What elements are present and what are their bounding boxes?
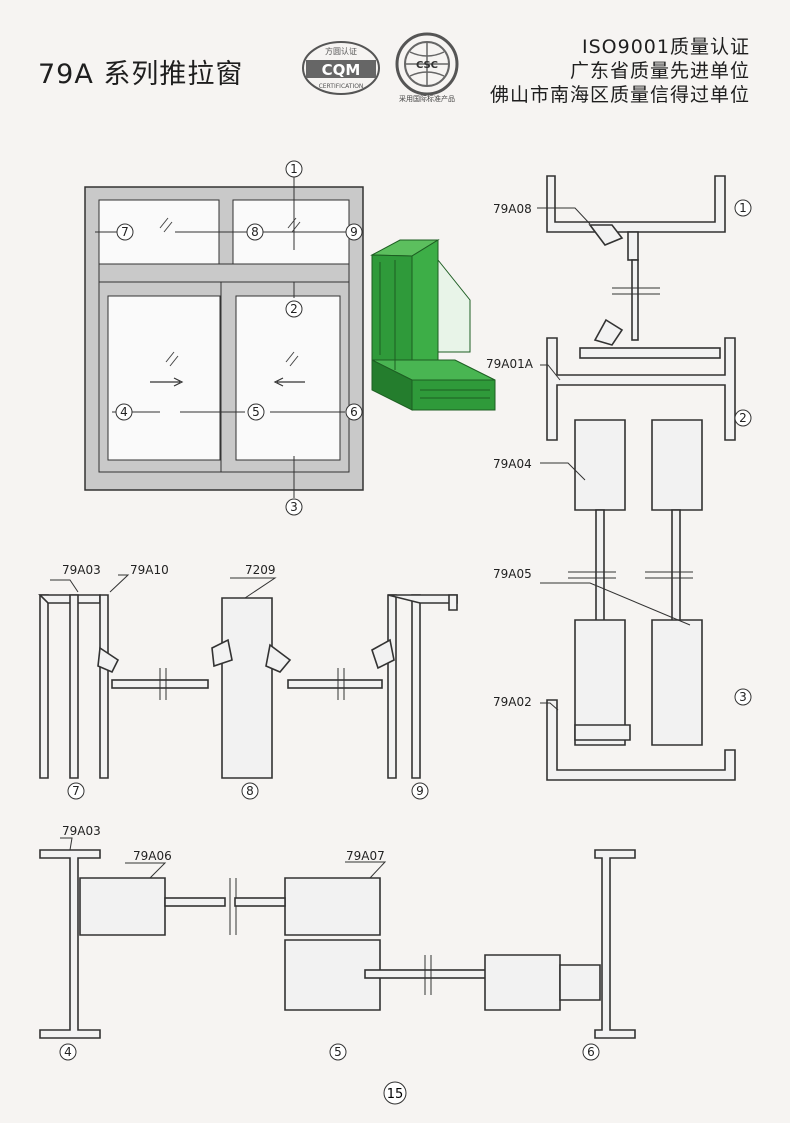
section-callout-4: 4	[59, 1043, 77, 1061]
svg-text:7: 7	[121, 225, 129, 239]
callout-5: 5	[247, 403, 265, 421]
vertical-section-labels: 79A08 79A01A 79A04 79A05 79A02 1 2 3	[486, 199, 752, 709]
horizontal-sections-upper	[38, 574, 458, 779]
section-callout-8: 8	[241, 782, 259, 800]
cqm-logo: CQM 方圆认证 CERTIFICATION	[302, 41, 380, 95]
svg-text:3: 3	[290, 500, 298, 514]
svg-text:2: 2	[290, 302, 298, 316]
page-number: 15	[383, 1081, 407, 1105]
callout-3: 3	[285, 498, 303, 516]
csc-logo: CSC 采用国际标准产品	[395, 32, 459, 103]
cert-line-2: 广东省质量先进单位	[569, 60, 750, 82]
svg-text:1: 1	[290, 162, 298, 176]
svg-text:5: 5	[334, 1045, 342, 1059]
svg-text:6: 6	[350, 405, 358, 419]
label-79A07: 79A07	[346, 849, 385, 863]
label-79A10: 79A10	[130, 563, 169, 577]
svg-text:15: 15	[387, 1087, 404, 1102]
svg-text:8: 8	[251, 225, 259, 239]
page-title: 79A 系列推拉窗	[38, 59, 244, 90]
cert-line-1: ISO9001质量认证	[582, 36, 750, 58]
horizontal-sections-upper-labels: 79A03 79A10 7209 7 8 9	[62, 563, 429, 800]
certification-list: ISO9001质量认证 广东省质量先进单位 佛山市南海区质量信得过单位	[490, 35, 750, 107]
section-callout-3: 3	[734, 688, 752, 706]
callout-9: 9	[345, 223, 363, 241]
elevation-callouts: 1 7 8 9 2 4 5 6 3	[115, 160, 363, 516]
label-79A01A: 79A01A	[486, 357, 534, 371]
label-79A03-lower: 79A03	[62, 824, 101, 838]
svg-text:5: 5	[252, 405, 260, 419]
svg-text:4: 4	[64, 1045, 72, 1059]
svg-text:9: 9	[416, 784, 424, 798]
svg-text:1: 1	[739, 201, 747, 215]
cqm-mark: CQM	[322, 61, 361, 79]
section-callout-2: 2	[734, 409, 752, 427]
callout-7: 7	[116, 223, 134, 241]
csc-text: 采用国际标准产品	[399, 94, 455, 103]
callout-1: 1	[285, 160, 303, 178]
profile-3d-illustration	[370, 239, 496, 411]
label-79A06: 79A06	[133, 849, 172, 863]
svg-text:9: 9	[350, 225, 358, 239]
callout-6: 6	[345, 403, 363, 421]
svg-text:8: 8	[246, 784, 254, 798]
callout-2: 2	[285, 300, 303, 318]
label-79A08: 79A08	[493, 202, 532, 216]
section-callout-5: 5	[329, 1043, 347, 1061]
callout-4: 4	[115, 403, 133, 421]
section-callout-9: 9	[411, 782, 429, 800]
horizontal-sections-lower	[39, 837, 636, 1039]
svg-text:6: 6	[587, 1045, 595, 1059]
section-callout-1: 1	[734, 199, 752, 217]
label-79A05: 79A05	[493, 567, 532, 581]
cqm-bottom-text: CERTIFICATION	[319, 83, 364, 90]
section-callout-6: 6	[582, 1043, 600, 1061]
svg-text:3: 3	[739, 690, 747, 704]
section-callout-7: 7	[67, 782, 85, 800]
svg-text:4: 4	[120, 405, 128, 419]
horizontal-sections-lower-labels: 79A03 79A06 79A07 4 5 6	[59, 824, 600, 1061]
cqm-top-text: 方圆认证	[325, 46, 357, 56]
callout-8: 8	[246, 223, 264, 241]
svg-text:2: 2	[739, 411, 747, 425]
label-79A03-upper: 79A03	[62, 563, 101, 577]
svg-text:7: 7	[72, 784, 80, 798]
cert-line-3: 佛山市南海区质量信得过单位	[489, 84, 750, 106]
vertical-section	[537, 175, 745, 781]
label-79A04: 79A04	[493, 457, 532, 471]
csc-mark: CSC	[416, 60, 438, 71]
label-7209: 7209	[245, 563, 276, 577]
label-79A02: 79A02	[493, 695, 532, 709]
